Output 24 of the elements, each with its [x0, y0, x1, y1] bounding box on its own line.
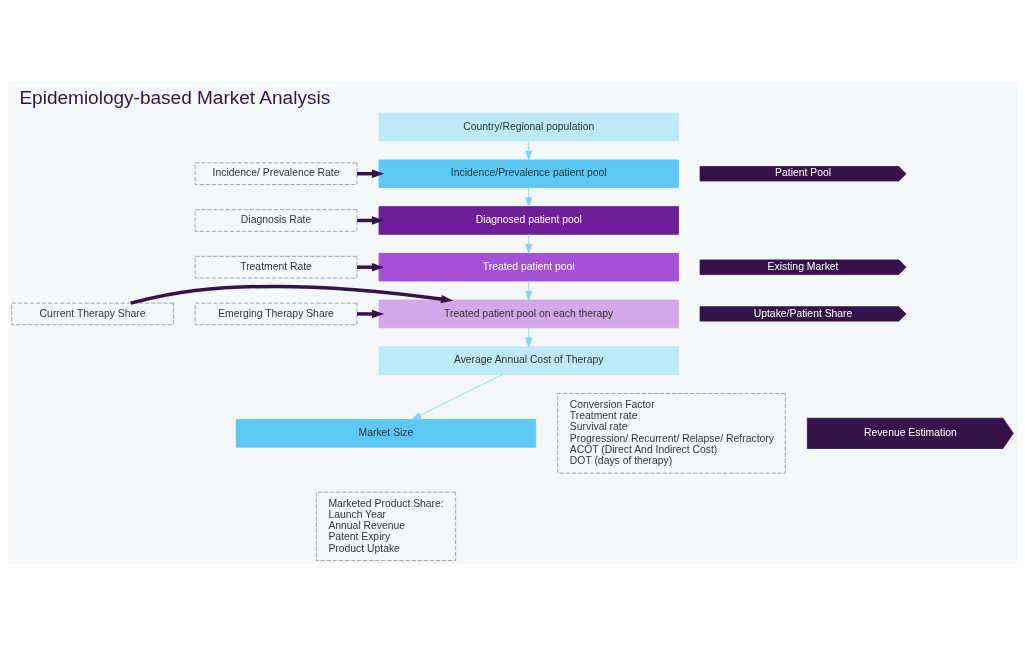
node-box: Country/Regional population — [378, 112, 679, 142]
node-box: Diagnosed patient pool — [378, 206, 679, 235]
node-box: Current Therapy Share — [11, 302, 174, 326]
arrow — [525, 280, 533, 301]
node-box: Incidence/Prevalence patient pool — [378, 159, 679, 188]
arrow — [130, 284, 454, 305]
node-box: Average Annual Cost of Therapy — [378, 346, 679, 375]
node-box: Treatment Rate — [194, 255, 358, 279]
arrow — [525, 187, 533, 207]
arrow — [525, 327, 533, 348]
arrow — [357, 309, 385, 319]
arrow — [525, 233, 533, 254]
node-box: Marketed Product Share: Launch Year Annual Revenue Patent Expiry Product Uptake — [315, 491, 457, 561]
arrow — [411, 374, 503, 420]
node-box: Incidence/ Prevalence Rate — [194, 162, 358, 185]
node-box: Treated patient pool — [378, 252, 679, 282]
diagram-title: Epidemiology-based Market Analysis — [19, 87, 331, 109]
node-box: Conversion Factor Treatment rate Survival rate Progression/ Recurrent/ Relapse/ Refractory ACOT (Direct And Indirect Cost) DOT (days of therapy) — [557, 393, 786, 474]
arrow — [525, 140, 533, 161]
node-box: Market Size — [235, 419, 537, 448]
node-box: Emerging Therapy Share — [194, 302, 358, 326]
arrow — [357, 262, 385, 272]
node-box: Treated patient pool on each therapy — [378, 299, 679, 329]
node-box: Diagnosis Rate — [194, 209, 358, 232]
